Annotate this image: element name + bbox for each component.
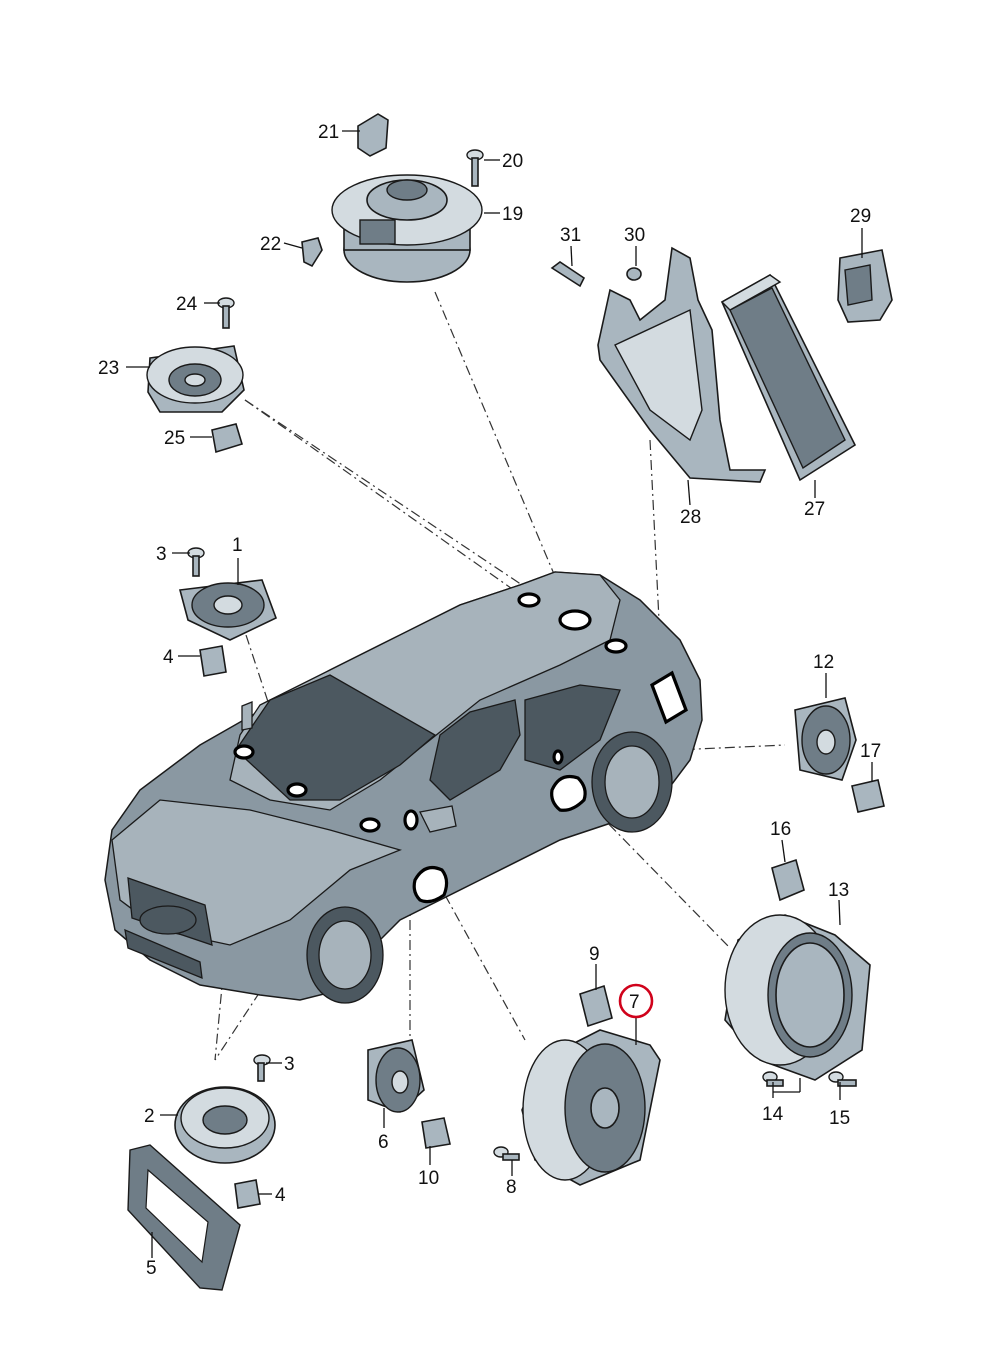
part-22-clip — [301, 237, 323, 268]
label-1: 1 — [232, 535, 243, 556]
part-31-bolt — [550, 261, 586, 288]
part-9-clip — [579, 984, 613, 1028]
label-14: 14 — [762, 1104, 784, 1125]
label-25: 25 — [164, 428, 185, 449]
part-2-speaker — [174, 1086, 276, 1164]
label-20: 20 — [502, 151, 523, 172]
part-10-connector — [421, 1117, 451, 1149]
part-28-bracket — [597, 246, 767, 483]
part-4-connector-bottom — [234, 1179, 261, 1209]
part-7-highlight-circle — [618, 983, 654, 1019]
label-10: 10 — [418, 1168, 439, 1189]
label-29: 29 — [850, 206, 871, 227]
part-3-screw-top — [187, 547, 205, 577]
label-8: 8 — [506, 1177, 517, 1198]
label-7: 7 — [629, 992, 640, 1013]
label-2: 2 — [144, 1106, 155, 1127]
label-27: 27 — [804, 499, 825, 520]
label-leader-lines — [126, 130, 873, 1258]
part-1-speaker — [178, 579, 278, 641]
part-16-clip — [771, 858, 805, 902]
part-27-amplifier — [720, 273, 857, 482]
part-29-connector — [837, 249, 893, 323]
part-number-labels: 21 20 19 22 24 23 25 31 30 29 28 27 3 1 … — [98, 122, 881, 1279]
part-8-screw — [493, 1146, 520, 1161]
label-31: 31 — [560, 225, 581, 246]
label-4-bottom: 4 — [275, 1185, 286, 1206]
part-23-speaker — [146, 345, 245, 413]
label-24: 24 — [176, 294, 198, 315]
part-20-screw — [466, 149, 484, 187]
label-23: 23 — [98, 358, 119, 379]
label-22: 22 — [260, 234, 281, 255]
label-16: 16 — [770, 819, 791, 840]
part-30-nut — [626, 267, 642, 281]
label-3-bottom: 3 — [284, 1054, 295, 1075]
label-17: 17 — [860, 741, 881, 762]
label-13: 13 — [828, 880, 849, 901]
label-4-top: 4 — [163, 647, 174, 668]
part-15-screw — [828, 1071, 857, 1087]
part-25-connector — [211, 423, 243, 454]
label-30: 30 — [624, 225, 645, 246]
label-6: 6 — [378, 1132, 389, 1153]
part-6-speaker — [367, 1039, 425, 1113]
part-19-center-speaker — [331, 174, 483, 283]
label-28: 28 — [680, 507, 701, 528]
part-17-connector — [851, 779, 885, 813]
label-15: 15 — [829, 1108, 850, 1129]
label-19: 19 — [502, 204, 523, 225]
car-body — [104, 571, 703, 1004]
part-4-connector-top — [199, 645, 227, 677]
part-24-screw — [217, 297, 235, 329]
part-7-speaker — [521, 1029, 661, 1186]
part-12-speaker — [794, 697, 857, 781]
part-14-screw — [762, 1071, 784, 1087]
part-3-screw-bottom — [253, 1054, 271, 1082]
label-9: 9 — [589, 944, 600, 965]
car-speaker-markers — [233, 592, 688, 904]
part-5-grille — [127, 1144, 241, 1291]
part-13-speaker — [724, 914, 871, 1081]
part-21-clip — [357, 113, 389, 157]
label-21: 21 — [318, 122, 339, 143]
label-3-top: 3 — [156, 544, 167, 565]
label-5: 5 — [146, 1258, 157, 1279]
label-12: 12 — [813, 652, 834, 673]
